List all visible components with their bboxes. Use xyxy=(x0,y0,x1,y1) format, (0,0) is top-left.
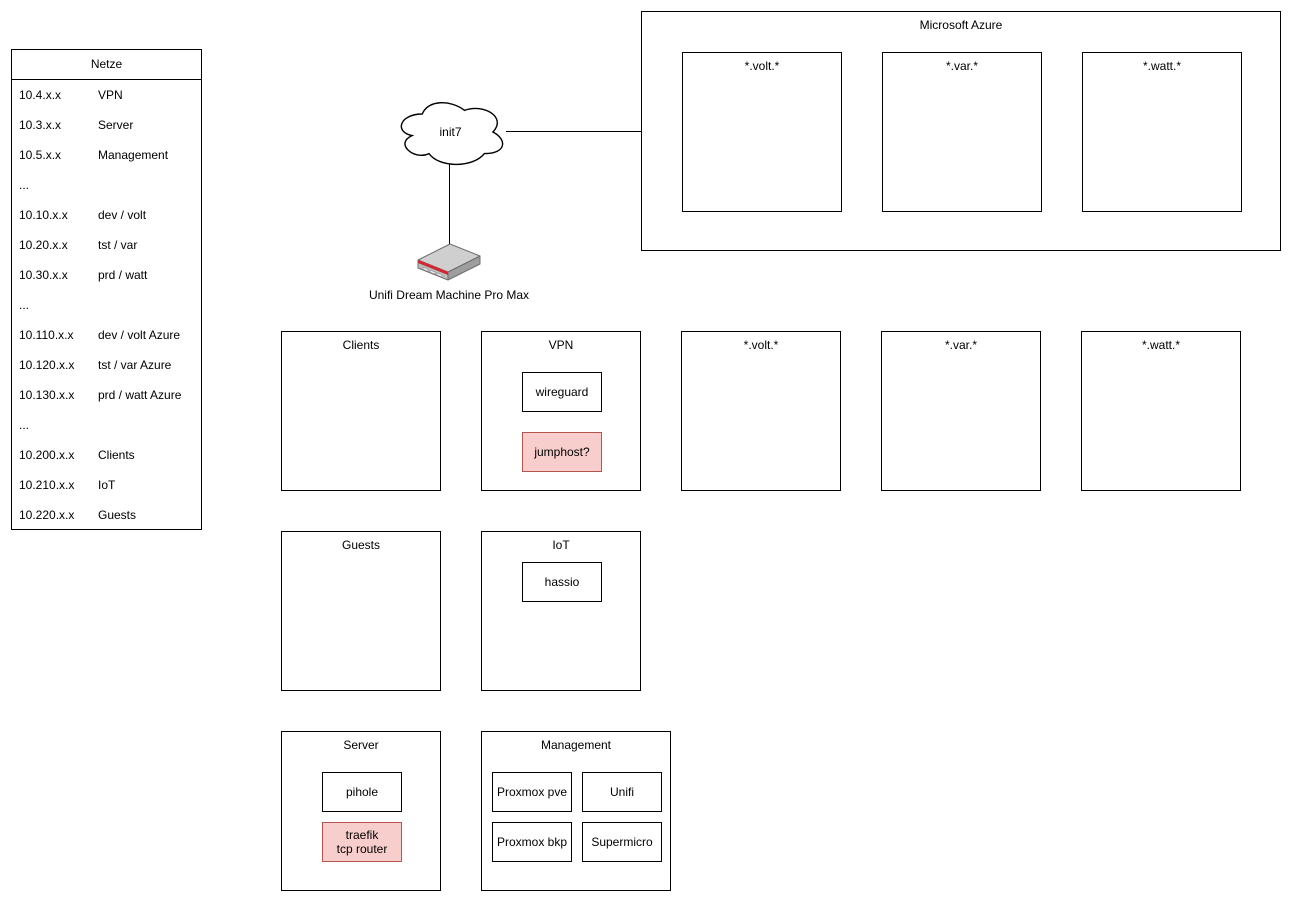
node-unifi: Unifi xyxy=(582,772,662,812)
netze-row-ip: 10.130.x.x xyxy=(19,388,75,402)
network-box-iot-title: IoT xyxy=(552,538,570,552)
netze-table: Netze 10.4.x.x VPN 10.3.x.x Server 10.5.x.… xyxy=(11,49,202,530)
netze-row: 10.200.x.x Clients xyxy=(12,440,201,470)
node-proxmox-bkp: Proxmox bkp xyxy=(492,822,572,862)
netze-row-name: IoT xyxy=(98,478,116,492)
router xyxy=(416,239,482,283)
azure-group-title: Microsoft Azure xyxy=(919,18,1003,32)
azure-box-var-title: *.var.* xyxy=(945,59,978,73)
netze-row-name: Server xyxy=(98,118,134,132)
netze-row-ip: 10.200.x.x xyxy=(19,448,75,462)
node-traefik: traefik tcp router xyxy=(322,822,402,862)
netze-row: 10.5.x.x Management xyxy=(12,140,201,170)
network-box-clients: Clients xyxy=(281,331,441,491)
azure-box-volt-title: *.volt.* xyxy=(744,59,780,73)
azure-box-var: *.var.* xyxy=(882,52,1042,212)
netze-row-name: tst / var xyxy=(98,238,138,252)
netze-row-name: Clients xyxy=(98,448,135,462)
netze-row: 10.120.x.x tst / var Azure xyxy=(12,350,201,380)
network-box-watt-title: *.watt.* xyxy=(1141,338,1180,352)
router-label: Unifi Dream Machine Pro Max xyxy=(368,288,530,302)
network-box-clients-title: Clients xyxy=(342,338,380,352)
netze-row: 10.4.x.x VPN xyxy=(12,80,201,110)
node-hassio: hassio xyxy=(522,562,602,602)
netze-row: 10.130.x.x prd / watt Azure xyxy=(12,380,201,410)
network-box-vpn-title: VPN xyxy=(548,338,574,352)
netze-row-name: prd / watt xyxy=(98,268,148,282)
netze-row: 10.10.x.x dev / volt xyxy=(12,200,201,230)
netze-row: 10.210.x.x IoT xyxy=(12,470,201,500)
cloud-icon xyxy=(400,102,504,165)
node-supermicro: Supermicro xyxy=(582,822,662,862)
netze-row-name: dev / volt Azure xyxy=(98,328,181,342)
netze-row-ip: 10.10.x.x xyxy=(19,208,68,222)
netze-row-name: VPN xyxy=(98,88,123,102)
network-box-management: Management Proxmox pve Unifi Proxmox bkp… xyxy=(481,731,671,891)
azure-box-watt-title: *.watt.* xyxy=(1142,59,1181,73)
router-icon xyxy=(417,243,481,281)
network-box-server-title: Server xyxy=(343,738,379,752)
netze-row-ip: 10.30.x.x xyxy=(19,268,68,282)
netze-row-name: Guests xyxy=(98,508,137,522)
netze-row-name: prd / watt Azure xyxy=(98,388,182,402)
netze-row-ip: 10.5.x.x xyxy=(19,148,62,162)
netze-row-ip: 10.120.x.x xyxy=(19,358,75,372)
network-box-volt: *.volt.* xyxy=(681,331,841,491)
cloud-label: init7 xyxy=(439,125,462,139)
netze-row-ip: ... xyxy=(19,178,30,192)
netze-table-title: Netze xyxy=(12,50,201,80)
network-box-vpn: VPN wireguard jumphost? xyxy=(481,331,641,491)
network-box-management-title: Management xyxy=(540,738,612,752)
network-box-volt-title: *.volt.* xyxy=(743,338,779,352)
network-box-watt: *.watt.* xyxy=(1081,331,1241,491)
netze-row: 10.3.x.x Server xyxy=(12,110,201,140)
network-box-guests: Guests xyxy=(281,531,441,691)
netze-row: 10.30.x.x prd / watt xyxy=(12,260,201,290)
netze-row: 10.20.x.x tst / var xyxy=(12,230,201,260)
netze-row-ip: ... xyxy=(19,298,30,312)
netze-row: 10.110.x.x dev / volt Azure xyxy=(12,320,201,350)
netze-row-ip: 10.210.x.x xyxy=(19,478,75,492)
azure-group: Microsoft Azure *.volt.* *.var.* *.watt.… xyxy=(641,11,1281,251)
netze-row: 10.220.x.x Guests xyxy=(12,500,201,530)
netze-row-ip: 10.4.x.x xyxy=(19,88,62,102)
netze-row-ip: 10.3.x.x xyxy=(19,118,62,132)
netze-row-name: dev / volt xyxy=(98,208,147,222)
netze-row-ip: 10.110.x.x xyxy=(19,328,74,342)
netze-row: ... xyxy=(12,410,201,440)
azure-box-volt: *.volt.* xyxy=(682,52,842,212)
network-box-guests-title: Guests xyxy=(341,538,380,552)
node-proxmox-pve: Proxmox pve xyxy=(492,772,572,812)
network-box-var: *.var.* xyxy=(881,331,1041,491)
network-box-iot: IoT hassio xyxy=(481,531,641,691)
node-jumphost: jumphost? xyxy=(522,432,602,472)
azure-box-watt: *.watt.* xyxy=(1082,52,1242,212)
connector-cloud-router-line xyxy=(449,160,450,244)
netze-row-name: tst / var Azure xyxy=(98,358,172,372)
netze-row-ip: 10.220.x.x xyxy=(19,508,75,522)
netze-row: ... xyxy=(12,290,201,320)
netze-row-name: Management xyxy=(98,148,169,162)
network-box-server: Server pihole traefik tcp router xyxy=(281,731,441,891)
netze-row-ip: 10.20.x.x xyxy=(19,238,68,252)
netze-row: ... xyxy=(12,170,201,200)
node-pihole: pihole xyxy=(322,772,402,812)
network-box-var-title: *.var.* xyxy=(944,338,977,352)
connector-cloud-azure-line xyxy=(506,131,641,132)
netze-row-ip: ... xyxy=(19,418,30,432)
node-wireguard: wireguard xyxy=(522,372,602,412)
internet-cloud: init7 xyxy=(393,95,508,169)
